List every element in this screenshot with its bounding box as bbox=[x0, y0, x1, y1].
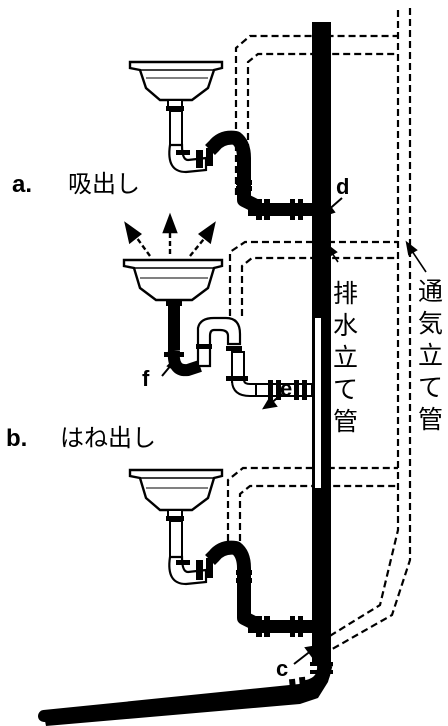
label-a-letter: a. bbox=[12, 171, 32, 198]
sink-middle bbox=[122, 212, 313, 400]
labels: a. 吸出し b. はね出し d e f c 排 水 立 て 管 通 気 立 て… bbox=[6, 170, 443, 681]
sink-bottom-basin bbox=[128, 468, 224, 512]
stack-label-char: 管 bbox=[333, 407, 358, 436]
stack-label-char: 立 bbox=[333, 343, 358, 372]
vent-branch-top-outer bbox=[234, 34, 398, 195]
sink-top bbox=[128, 60, 312, 220]
drain-stack-highlight bbox=[315, 318, 321, 488]
vent-label-char: 気 bbox=[418, 309, 443, 338]
drain-stack bbox=[310, 22, 333, 674]
splash-arrows bbox=[124, 212, 216, 257]
stack-label-char: 排 bbox=[333, 279, 358, 308]
label-b-text: はね出し bbox=[60, 424, 156, 452]
label-b-letter: b. bbox=[6, 425, 27, 452]
vent-label-char: て bbox=[418, 373, 443, 402]
stack-label-char: て bbox=[333, 375, 358, 404]
vent-label-char: 管 bbox=[418, 405, 443, 434]
pointer-arrows bbox=[161, 197, 427, 665]
sink-middle-trap bbox=[196, 316, 242, 368]
label-d: d bbox=[336, 174, 349, 199]
sink-middle-basin bbox=[122, 258, 224, 302]
vent-stack-inner bbox=[319, 8, 412, 657]
vent-label-char: 通 bbox=[418, 277, 443, 306]
label-e: e bbox=[280, 376, 292, 401]
horizontal-drain bbox=[38, 663, 333, 726]
label-c: c bbox=[276, 656, 288, 681]
vent-label-char: 立 bbox=[418, 341, 443, 370]
sink-top-basin bbox=[128, 60, 224, 102]
drain-stack-pipe bbox=[312, 22, 331, 662]
sink-bottom bbox=[128, 468, 312, 637]
label-a-text: 吸出し bbox=[68, 170, 140, 198]
stack-label-char: 水 bbox=[333, 311, 358, 340]
label-f: f bbox=[142, 366, 150, 391]
vent-stack-outer bbox=[319, 10, 400, 643]
